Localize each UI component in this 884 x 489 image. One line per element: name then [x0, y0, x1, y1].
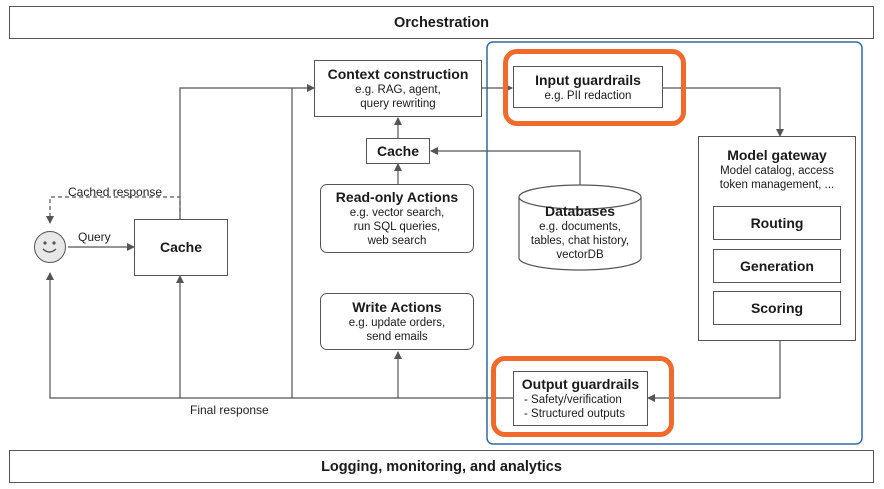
- write-actions-line2: send emails: [366, 331, 428, 343]
- output-guardrails-highlight: [491, 356, 674, 437]
- small-cache-title: Cache: [376, 142, 420, 159]
- logging-bar: Logging, monitoring, and analytics: [9, 450, 874, 483]
- generation-box: Generation: [713, 249, 841, 283]
- read-only-actions-line3: web search: [367, 235, 427, 247]
- databases-line3: vectorDB: [556, 249, 604, 261]
- routing-label: Routing: [750, 214, 804, 231]
- smiley-face-icon: [42, 241, 57, 253]
- input-to-gateway-arrow: [663, 87, 784, 137]
- cache-to-context-arrow: [179, 84, 315, 219]
- context-construction-line1: e.g. RAG, agent,: [355, 84, 441, 96]
- orchestration-bar: Orchestration: [9, 6, 874, 39]
- gateway-to-output-arrow: [647, 341, 781, 402]
- output-guardrails-title: Output guardrails: [521, 376, 640, 392]
- read-only-actions-line1: e.g. vector search,: [349, 207, 445, 219]
- output-guardrails-line1: - Safety/verification: [524, 394, 622, 406]
- databases-cylinder-icon: [518, 184, 642, 271]
- query-label: Query: [78, 230, 111, 244]
- generation-label: Generation: [740, 257, 814, 274]
- write-actions-line1: e.g. update orders,: [348, 317, 446, 329]
- model-gateway-line1: Model catalog, access: [720, 165, 834, 177]
- read-only-actions-title: Read-only Actions: [335, 189, 459, 205]
- main-cache-box: Cache: [134, 219, 228, 276]
- input-guardrails-title: Input guardrails: [535, 71, 641, 88]
- final-response-label: Final response: [190, 403, 269, 417]
- cached-response-label: Cached response: [68, 185, 163, 199]
- output-guardrails-line2: - Structured outputs: [524, 408, 625, 420]
- model-gateway-line2: token management, ...: [719, 179, 835, 191]
- small-cache-box: Cache: [366, 138, 430, 164]
- scoring-box: Scoring: [713, 291, 841, 325]
- databases-label-group: Databases e.g. documents, tables, chat h…: [519, 203, 641, 262]
- databases-title: Databases: [544, 203, 616, 219]
- context-construction-box: Context construction e.g. RAG, agent, qu…: [314, 60, 482, 117]
- final-response-arrow: [46, 272, 513, 399]
- orchestration-label: Orchestration: [393, 14, 490, 31]
- main-cache-title: Cache: [159, 239, 203, 255]
- routing-box: Routing: [713, 206, 841, 240]
- logging-label: Logging, monitoring, and analytics: [321, 458, 562, 475]
- context-construction-title: Context construction: [327, 66, 469, 82]
- databases-line2: tables, chat history,: [530, 235, 630, 247]
- input-guardrails-highlight: [503, 49, 686, 126]
- input-guardrails-box: Input guardrails e.g. PII redaction: [513, 66, 663, 108]
- databases-line1: e.g. documents,: [539, 221, 621, 233]
- scoring-label: Scoring: [750, 299, 804, 316]
- user-smiley-face-icon: [34, 231, 66, 263]
- read-only-actions-line2: run SQL queries,: [353, 221, 441, 233]
- read-only-actions-box: Read-only Actions e.g. vector search, ru…: [320, 184, 474, 253]
- model-region: [486, 41, 863, 445]
- output-guardrails-box: Output guardrails - Safety/verification …: [513, 371, 648, 426]
- write-actions-box: Write Actions e.g. update orders, send e…: [320, 293, 474, 350]
- databases-to-cache-arrow: [430, 147, 581, 188]
- input-guardrails-line1: e.g. PII redaction: [544, 89, 632, 102]
- context-construction-line2: query rewriting: [360, 98, 436, 110]
- model-gateway-title: Model gateway: [727, 147, 827, 163]
- write-actions-title: Write Actions: [352, 299, 442, 315]
